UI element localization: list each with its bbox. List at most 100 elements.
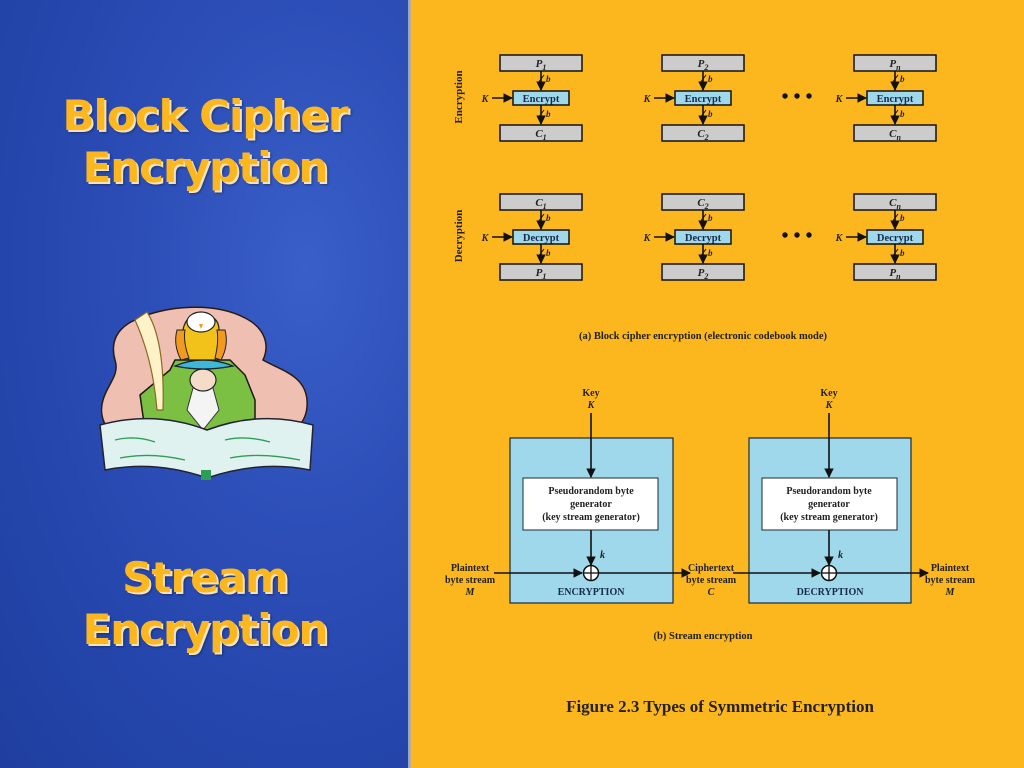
output-block-label: P1 xyxy=(536,267,547,281)
key-label: K xyxy=(835,94,844,105)
output-block-label: C2 xyxy=(697,128,708,142)
bit-width-label: b xyxy=(708,109,713,119)
output-block xyxy=(853,263,937,281)
title-stream-encryption: Stream Encryption xyxy=(20,552,390,656)
key-label-dec: Key xyxy=(820,388,837,399)
bit-width-label: b xyxy=(708,213,713,223)
output-block-label: P2 xyxy=(698,267,709,281)
key-symbol-enc: K xyxy=(587,400,596,411)
key-label: K xyxy=(643,94,652,105)
input-block-label: P2 xyxy=(698,58,709,72)
ellipsis-encryption: • • • xyxy=(781,86,812,108)
output-block xyxy=(661,124,745,142)
symmetric-encryption-figure: Encryption Decryption P1bEncryptKbC1P2bE… xyxy=(445,54,976,716)
output-block-label: Pn xyxy=(889,267,901,281)
bus-slash-icon xyxy=(537,213,545,223)
bus-slash-icon xyxy=(699,248,707,258)
wizard-clipart xyxy=(95,300,320,485)
plaintext-in-label: byte stream xyxy=(445,575,496,586)
bus-slash-icon xyxy=(537,109,545,119)
encryption-label: ENCRYPTION xyxy=(558,587,626,598)
key-label: K xyxy=(481,94,490,105)
cipher-op-label: Encrypt xyxy=(685,94,722,105)
keystream-generator-enc xyxy=(522,477,659,531)
block-cipher-units: P1bEncryptKbC1P2bEncryptKbC2PnbEncryptKb… xyxy=(481,54,937,281)
row-label-encryption: Encryption xyxy=(453,70,465,123)
keystream-symbol-dec: k xyxy=(838,550,843,561)
bus-slash-icon xyxy=(891,74,899,84)
bit-width-label: b xyxy=(546,248,551,258)
input-block-label: P1 xyxy=(536,58,547,72)
output-block xyxy=(661,263,745,281)
title-line: Encryption xyxy=(82,605,329,654)
plaintext-out-symbol: M xyxy=(945,587,956,598)
output-block xyxy=(853,124,937,142)
input-block-label: C2 xyxy=(697,197,708,211)
input-block-label: C1 xyxy=(535,197,546,211)
bus-slash-icon xyxy=(699,74,707,84)
bit-width-label: b xyxy=(546,213,551,223)
panel-divider xyxy=(408,0,411,768)
wizard-owl-book-icon xyxy=(99,306,314,480)
plaintext-out-label: Plaintext xyxy=(931,563,970,574)
key-label: K xyxy=(835,233,844,244)
key-symbol-dec: K xyxy=(825,400,834,411)
plaintext-in-symbol: M xyxy=(465,587,476,598)
title-line: Block Cipher xyxy=(62,91,348,140)
title-line: Encryption xyxy=(82,143,329,192)
figure-caption: Figure 2.3 Types of Symmetric Encryption xyxy=(566,697,874,716)
keystream-generator-dec xyxy=(761,477,898,531)
caption-block-cipher: (a) Block cipher encryption (electronic … xyxy=(579,331,828,342)
key-label-enc: Key xyxy=(582,388,599,399)
bit-width-label: b xyxy=(900,74,905,84)
plaintext-out-label: byte stream xyxy=(925,575,976,586)
output-block xyxy=(499,263,583,281)
output-block xyxy=(499,124,583,142)
input-block-label: Pn xyxy=(889,58,901,72)
bit-width-label: b xyxy=(708,74,713,84)
ellipsis-decryption: • • • xyxy=(781,225,812,247)
keystream-symbol-enc: k xyxy=(600,550,605,561)
bit-width-label: b xyxy=(900,109,905,119)
generator-line: Pseudorandom byte xyxy=(548,486,634,497)
key-label: K xyxy=(481,233,490,244)
bit-width-label: b xyxy=(900,213,905,223)
stream-encryption-section: Key K Pseudorandom byte generator (key s… xyxy=(445,388,976,642)
key-label: K xyxy=(643,233,652,244)
ciphertext-label: Ciphertext xyxy=(688,563,735,574)
decryption-label: DECRYPTION xyxy=(797,587,865,598)
generator-line: generator xyxy=(808,499,850,510)
bus-slash-icon xyxy=(699,109,707,119)
xor-icon xyxy=(820,564,838,582)
output-block-label: C1 xyxy=(535,128,546,142)
bus-slash-icon xyxy=(537,74,545,84)
bus-slash-icon xyxy=(699,213,707,223)
row-label-decryption: Decryption xyxy=(453,210,465,263)
cipher-op-label: Encrypt xyxy=(523,94,560,105)
generator-line: (key stream generator) xyxy=(780,512,878,523)
cipher-op-label: Encrypt xyxy=(877,94,914,105)
bit-width-label: b xyxy=(900,248,905,258)
generator-line: Pseudorandom byte xyxy=(786,486,872,497)
plaintext-in-label: Plaintext xyxy=(451,563,490,574)
cipher-op-label: Decrypt xyxy=(877,233,914,244)
cipher-op-label: Decrypt xyxy=(523,233,560,244)
ciphertext-label: byte stream xyxy=(686,575,737,586)
bus-slash-icon xyxy=(537,248,545,258)
bit-width-label: b xyxy=(546,109,551,119)
bus-slash-icon xyxy=(891,248,899,258)
generator-line: generator xyxy=(570,499,612,510)
bus-slash-icon xyxy=(891,109,899,119)
title-line: Stream xyxy=(122,553,289,602)
generator-line: (key stream generator) xyxy=(542,512,640,523)
caption-stream: (b) Stream encryption xyxy=(654,631,753,642)
bus-slash-icon xyxy=(891,213,899,223)
title-block-cipher: Block Cipher Encryption xyxy=(20,90,390,194)
bit-width-label: b xyxy=(708,248,713,258)
